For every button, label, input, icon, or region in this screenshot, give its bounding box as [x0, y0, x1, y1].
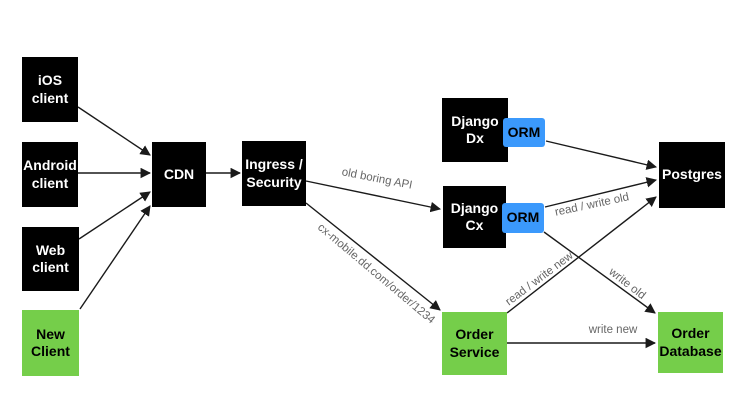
web-client-label: Web client [32, 241, 69, 276]
node-cdn: CDN [152, 142, 206, 207]
node-order-database: Order Database [658, 312, 723, 373]
edge-web-to-cdn [78, 191, 151, 240]
node-postgres: Postgres [659, 142, 725, 208]
new-client-label: New Client [31, 325, 70, 360]
edge-order-service-to-postgres [506, 196, 657, 314]
node-web-client: Web client [22, 227, 79, 291]
edge-ios-to-cdn [77, 106, 151, 156]
android-client-label: Android client [23, 157, 77, 191]
django-cx-label: Django Cx [450, 199, 499, 234]
node-order-service: Order Service [442, 312, 507, 375]
node-ingress-security: Ingress / Security [242, 141, 306, 206]
node-ios-client: iOS client [22, 57, 78, 122]
orm-cx-label: ORM [506, 209, 540, 226]
edge-orm-dx-to-postgres [545, 140, 658, 170]
django-dx-label: Django Dx [451, 112, 499, 147]
node-django-dx: Django Dx [442, 98, 508, 162]
node-android-client: Android client [22, 142, 78, 207]
edge-ingress-to-django-cx [305, 180, 442, 213]
edge-orm-cx-to-order-database [543, 231, 656, 314]
ingress-security-label: Ingress / Security [245, 156, 303, 190]
orm-dx-label: ORM [507, 123, 541, 140]
ios-client-label: iOS client [31, 72, 69, 106]
node-django-cx: Django Cx [443, 186, 506, 248]
edge-ingress-to-order-service [305, 202, 441, 311]
order-service-label: Order Service [449, 326, 500, 360]
node-new-client: New Client [22, 310, 79, 376]
cdn-label: CDN [163, 165, 195, 182]
postgres-label: Postgres [662, 166, 722, 183]
edge-new-to-cdn [79, 205, 151, 310]
order-database-label: Order Database [659, 325, 722, 359]
node-orm-cx: ORM [502, 203, 544, 233]
edge-label-write-new: write new [588, 324, 638, 336]
edge-orm-cx-to-postgres [544, 177, 658, 208]
node-orm-dx: ORM [503, 118, 545, 147]
